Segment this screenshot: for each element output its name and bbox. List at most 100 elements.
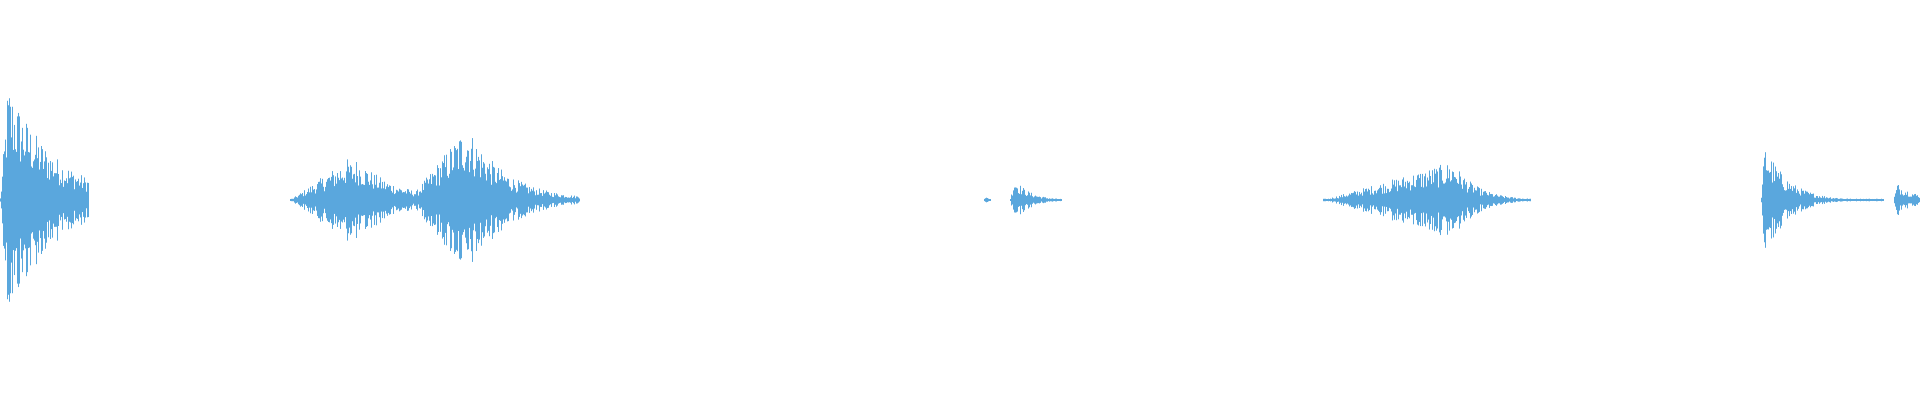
waveform-sample — [397, 190, 398, 210]
waveform-sample — [432, 173, 433, 227]
waveform-sample — [1334, 198, 1335, 202]
waveform-sample — [1427, 177, 1428, 223]
waveform-sample — [1383, 183, 1384, 217]
waveform-sample — [385, 189, 386, 211]
waveform-sample — [312, 186, 313, 214]
waveform-sample — [516, 192, 517, 208]
waveform-sample — [18, 112, 19, 288]
waveform-sample — [363, 184, 364, 216]
waveform-sample — [1818, 197, 1819, 203]
waveform-sample — [1835, 198, 1836, 202]
waveform-sample — [1777, 176, 1778, 224]
waveform-sample — [1810, 192, 1811, 208]
waveform-sample — [1375, 190, 1376, 210]
waveform-sample — [1527, 198, 1528, 202]
waveform-sample — [1413, 175, 1414, 225]
waveform-sample — [1403, 177, 1404, 223]
waveform-sample — [1829, 197, 1830, 203]
waveform-sample — [1330, 198, 1331, 202]
waveform-sample — [1430, 175, 1431, 225]
waveform-sample — [87, 182, 88, 218]
waveform-sample — [503, 180, 504, 220]
waveform-sample — [382, 181, 383, 219]
waveform-sample — [316, 189, 317, 211]
waveform-sample — [466, 156, 467, 244]
waveform-sample — [1323, 198, 1324, 202]
waveform-sample — [474, 176, 475, 224]
waveform-sample — [1450, 181, 1451, 219]
waveform-sample — [1764, 157, 1765, 243]
waveform-sample — [1024, 189, 1025, 211]
waveform-sample — [1044, 197, 1045, 203]
waveform-sample — [1774, 181, 1775, 219]
waveform-sample — [1917, 195, 1918, 205]
waveform-sample — [394, 194, 395, 206]
waveform-sample — [1762, 184, 1763, 216]
waveform-sample — [1853, 199, 1854, 201]
waveform-sample — [1796, 192, 1797, 208]
waveform-sample — [1871, 199, 1872, 201]
waveform-sample — [1355, 191, 1356, 209]
waveform-sample — [986, 197, 987, 203]
waveform-sample — [1449, 169, 1450, 231]
waveform-sample — [1416, 179, 1417, 221]
waveform-sample — [20, 161, 21, 239]
waveform-sample — [359, 170, 360, 230]
waveform-sample — [1862, 199, 1863, 201]
waveform-sample — [1020, 185, 1021, 215]
waveform-sample — [1331, 198, 1332, 202]
waveform-sample — [1492, 194, 1493, 206]
waveform-sample — [1520, 198, 1521, 202]
waveform-sample — [1436, 169, 1437, 231]
waveform-sample — [553, 197, 554, 203]
waveform-sample — [1770, 171, 1771, 229]
waveform-sample — [1466, 182, 1467, 218]
waveform-sample — [417, 189, 418, 211]
waveform-sample — [489, 163, 490, 237]
waveform-sample — [530, 191, 531, 209]
waveform-sample — [1460, 176, 1461, 224]
waveform-sample — [527, 187, 528, 213]
waveform-sample — [1498, 196, 1499, 204]
waveform-sample — [458, 168, 459, 232]
waveform-sample — [522, 184, 523, 216]
waveform-sample — [1382, 193, 1383, 207]
waveform-sample — [1868, 198, 1869, 202]
waveform-sample — [1408, 182, 1409, 218]
waveform-sample — [1528, 199, 1529, 201]
waveform-sample — [1406, 188, 1407, 212]
waveform-sample — [388, 187, 389, 213]
waveform-sample — [1470, 181, 1471, 219]
waveform-sample — [1476, 190, 1477, 210]
waveform-sample — [1445, 182, 1446, 218]
waveform-sample — [539, 188, 540, 212]
waveform-sample — [1502, 196, 1503, 204]
waveform-sample — [1478, 187, 1479, 213]
waveform-sample — [338, 177, 339, 223]
waveform-sample — [1385, 186, 1386, 214]
waveform-sample — [322, 178, 323, 222]
waveform-sample — [1814, 197, 1815, 203]
waveform-sample — [1396, 179, 1397, 221]
waveform-sample — [1856, 198, 1857, 202]
waveform-sample — [1895, 193, 1896, 207]
waveform-sample — [482, 167, 483, 233]
waveform-sample — [1915, 193, 1916, 207]
waveform-sample — [1374, 190, 1375, 210]
waveform-sample — [1797, 189, 1798, 211]
waveform-sample — [60, 179, 61, 221]
waveform-sample — [339, 180, 340, 220]
waveform-sample — [1913, 195, 1914, 205]
waveform-sample — [1836, 197, 1837, 203]
waveform-sample — [1441, 170, 1442, 230]
waveform-sample — [446, 154, 447, 246]
waveform-sample — [1807, 191, 1808, 209]
waveform-sample — [478, 156, 479, 244]
waveform-sample — [45, 151, 46, 249]
waveform-sample — [545, 192, 546, 208]
waveform-sample — [1803, 190, 1804, 210]
waveform-sample — [462, 165, 463, 235]
waveform-sample — [1765, 152, 1766, 248]
